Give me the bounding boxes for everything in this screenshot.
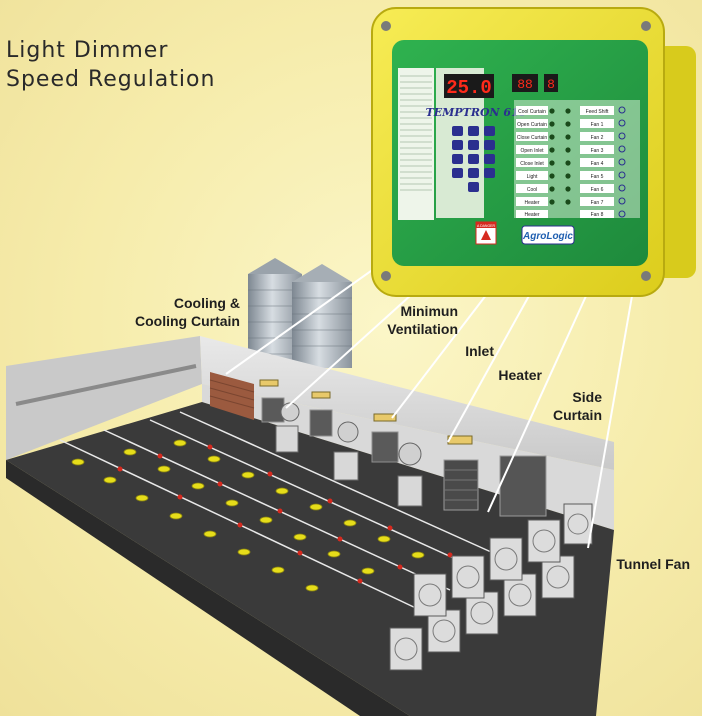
callout-inlet: Inlet	[465, 343, 494, 359]
callout-minimum-line-1: Minimun	[400, 303, 458, 319]
fan-label-1: Feed Shift	[586, 109, 609, 115]
relay-label-2: Open Curtain	[517, 122, 547, 128]
heading-line-2: Speed Regulation	[6, 67, 216, 92]
relay-label-5: Close Inlet	[520, 161, 544, 167]
callout-heater: Heater	[498, 367, 542, 383]
fan-label-6: Fan 5	[591, 174, 604, 180]
cooling-pad-icon	[209, 372, 255, 420]
fan-label-8: Fan 7	[591, 200, 604, 206]
relay-label-1: Cool Curtain	[518, 109, 546, 115]
page-heading: Light Dimmer Speed Regulation	[6, 36, 306, 94]
relay-label-6: Light	[527, 174, 538, 180]
relay-label-8: Heater	[524, 200, 539, 206]
feeder-icon	[71, 439, 425, 592]
relay-label-7: Cool	[527, 187, 537, 193]
fan-label-4: Fan 3	[591, 148, 604, 154]
relay-label-4: Open Inlet	[520, 148, 544, 154]
callout-side-curtain: Side Curtain	[536, 388, 602, 424]
controller-model: TEMPTRON 616	[426, 106, 527, 119]
controller-display-small: 88	[517, 77, 533, 92]
callout-side-line-1: Side	[572, 389, 602, 405]
relay-label-9: Heater	[524, 212, 539, 218]
drinker-nipples	[117, 444, 453, 584]
callout-cooling-line-2: Cooling Curtain	[135, 313, 240, 329]
controller-keypad	[452, 126, 495, 192]
controller-relay-leds	[549, 108, 571, 205]
fan-label-list: Feed Shift Fan 1 Fan 2 Fan 3 Fan 4 Fan 5…	[580, 106, 614, 218]
tunnel-fan-grilles	[394, 513, 589, 661]
controller-brand: AgroLogic	[522, 231, 573, 242]
fan-status-icon	[618, 106, 626, 218]
warning-label: A DANGER	[477, 224, 496, 228]
controller-parameter-list	[400, 75, 432, 191]
callout-lines	[225, 255, 633, 549]
callout-minimum-ventilation: Minimun Ventilation	[360, 302, 458, 338]
fan-label-9: Fan 8	[591, 212, 604, 218]
warning-icon	[481, 230, 491, 240]
relay-label-3: Close Curtain	[517, 135, 548, 141]
heading-line-1: Light Dimmer	[6, 38, 169, 63]
callout-minimum-line-2: Ventilation	[387, 321, 458, 337]
callout-side-line-2: Curtain	[553, 407, 602, 423]
callout-tunnel-fan: Tunnel Fan	[616, 556, 690, 572]
relay-label-list: Cool Curtain Open Curtain Close Curtain …	[516, 106, 548, 218]
silo-icon	[248, 258, 352, 368]
controller-display-small2: 8	[547, 77, 555, 92]
fan-label-7: Fan 6	[591, 187, 604, 193]
callout-cooling: Cooling & Cooling Curtain	[110, 294, 240, 330]
poultry-house	[6, 336, 614, 716]
heater-icon	[275, 425, 423, 507]
exhaust-fan-icon	[261, 397, 422, 466]
fan-label-3: Fan 2	[591, 135, 604, 141]
callout-cooling-line-1: Cooling &	[173, 295, 240, 311]
inlet-icon	[259, 379, 473, 445]
controller-display-main: 25.0	[446, 77, 492, 99]
fan-label-5: Fan 4	[591, 161, 604, 167]
controller-unit: 25.0 88 8 TEMPTRON 616 Cool Curtain	[371, 7, 696, 297]
fan-label-2: Fan 1	[591, 122, 604, 128]
